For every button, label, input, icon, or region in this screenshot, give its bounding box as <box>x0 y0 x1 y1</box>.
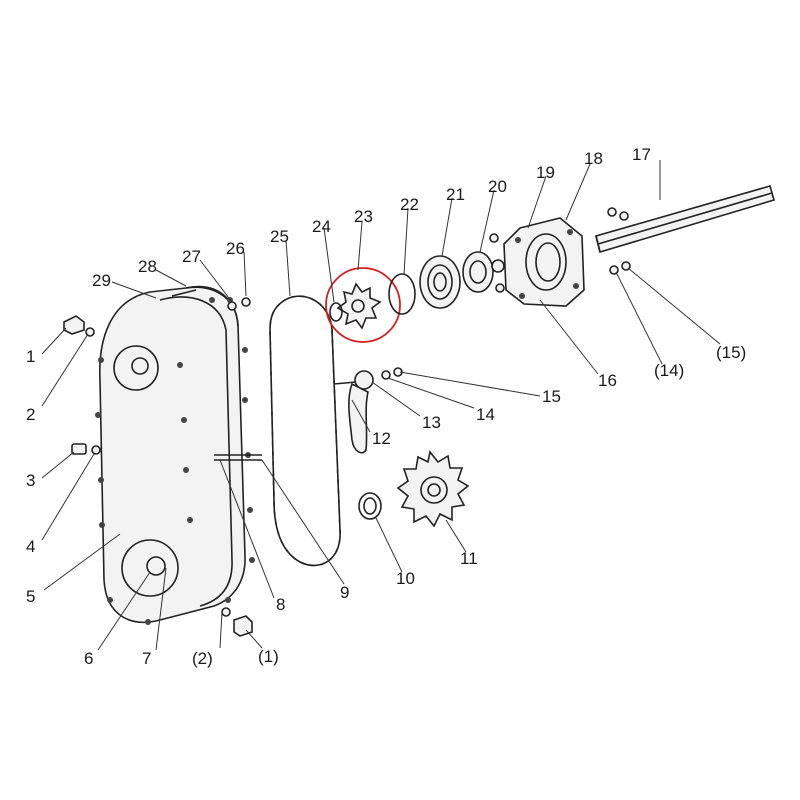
housing-bolts <box>95 297 255 625</box>
callout-16: 16 <box>598 371 617 390</box>
oil-seal <box>462 251 494 293</box>
circlip <box>388 273 416 315</box>
dowel-pin-part <box>214 454 262 461</box>
callout-1: 1 <box>26 347 35 366</box>
callout-paren-15: (15) <box>716 343 746 362</box>
callout-labels: 1 2 3 4 5 6 7 (2) (1) 8 9 10 11 12 13 14… <box>26 145 746 668</box>
callout-2: 2 <box>26 405 35 424</box>
callout-24: 24 <box>312 217 331 236</box>
callout-29: 29 <box>92 271 111 290</box>
callout-8: 8 <box>276 595 285 614</box>
callout-17: 17 <box>632 145 651 164</box>
callout-28: 28 <box>138 257 157 276</box>
highlight-circle <box>325 267 401 343</box>
roller-chain <box>269 295 341 567</box>
callout-6: 6 <box>84 649 93 668</box>
callout-15: 15 <box>542 387 561 406</box>
callout-13: 13 <box>422 413 441 432</box>
callout-paren-14: (14) <box>654 361 684 380</box>
large-sprocket <box>396 450 470 528</box>
lower-cap-nut-part <box>221 607 253 637</box>
callout-9: 9 <box>340 583 349 602</box>
callout-11: 11 <box>460 549 478 568</box>
callout-7: 7 <box>142 649 151 668</box>
callout-10: 10 <box>396 569 415 588</box>
callout-22: 22 <box>400 195 419 214</box>
callout-18: 18 <box>584 149 603 168</box>
callout-5: 5 <box>26 587 35 606</box>
callout-26: 26 <box>226 239 245 258</box>
spacer-ring <box>329 302 343 322</box>
bearing-flange <box>489 217 585 307</box>
callout-paren-1: (1) <box>258 647 279 666</box>
callout-23: 23 <box>354 207 373 226</box>
drive-shaft <box>595 185 775 254</box>
callout-25: 25 <box>270 227 289 246</box>
snap-ring <box>358 492 382 520</box>
callout-paren-2: (2) <box>192 649 213 668</box>
bolt-part <box>71 443 101 455</box>
callout-4: 4 <box>26 537 35 556</box>
callout-27: 27 <box>182 247 201 266</box>
callout-3: 3 <box>26 471 35 490</box>
callout-21: 21 <box>446 185 465 204</box>
small-sprocket <box>336 282 382 330</box>
cap-nut-part <box>63 315 95 337</box>
callout-14: 14 <box>476 405 495 424</box>
tensioner-arm <box>333 367 403 454</box>
callout-12: 12 <box>372 429 391 448</box>
bearing <box>419 255 461 309</box>
callout-19: 19 <box>536 163 555 182</box>
leader-lines <box>41 160 721 651</box>
callout-20: 20 <box>488 177 507 196</box>
